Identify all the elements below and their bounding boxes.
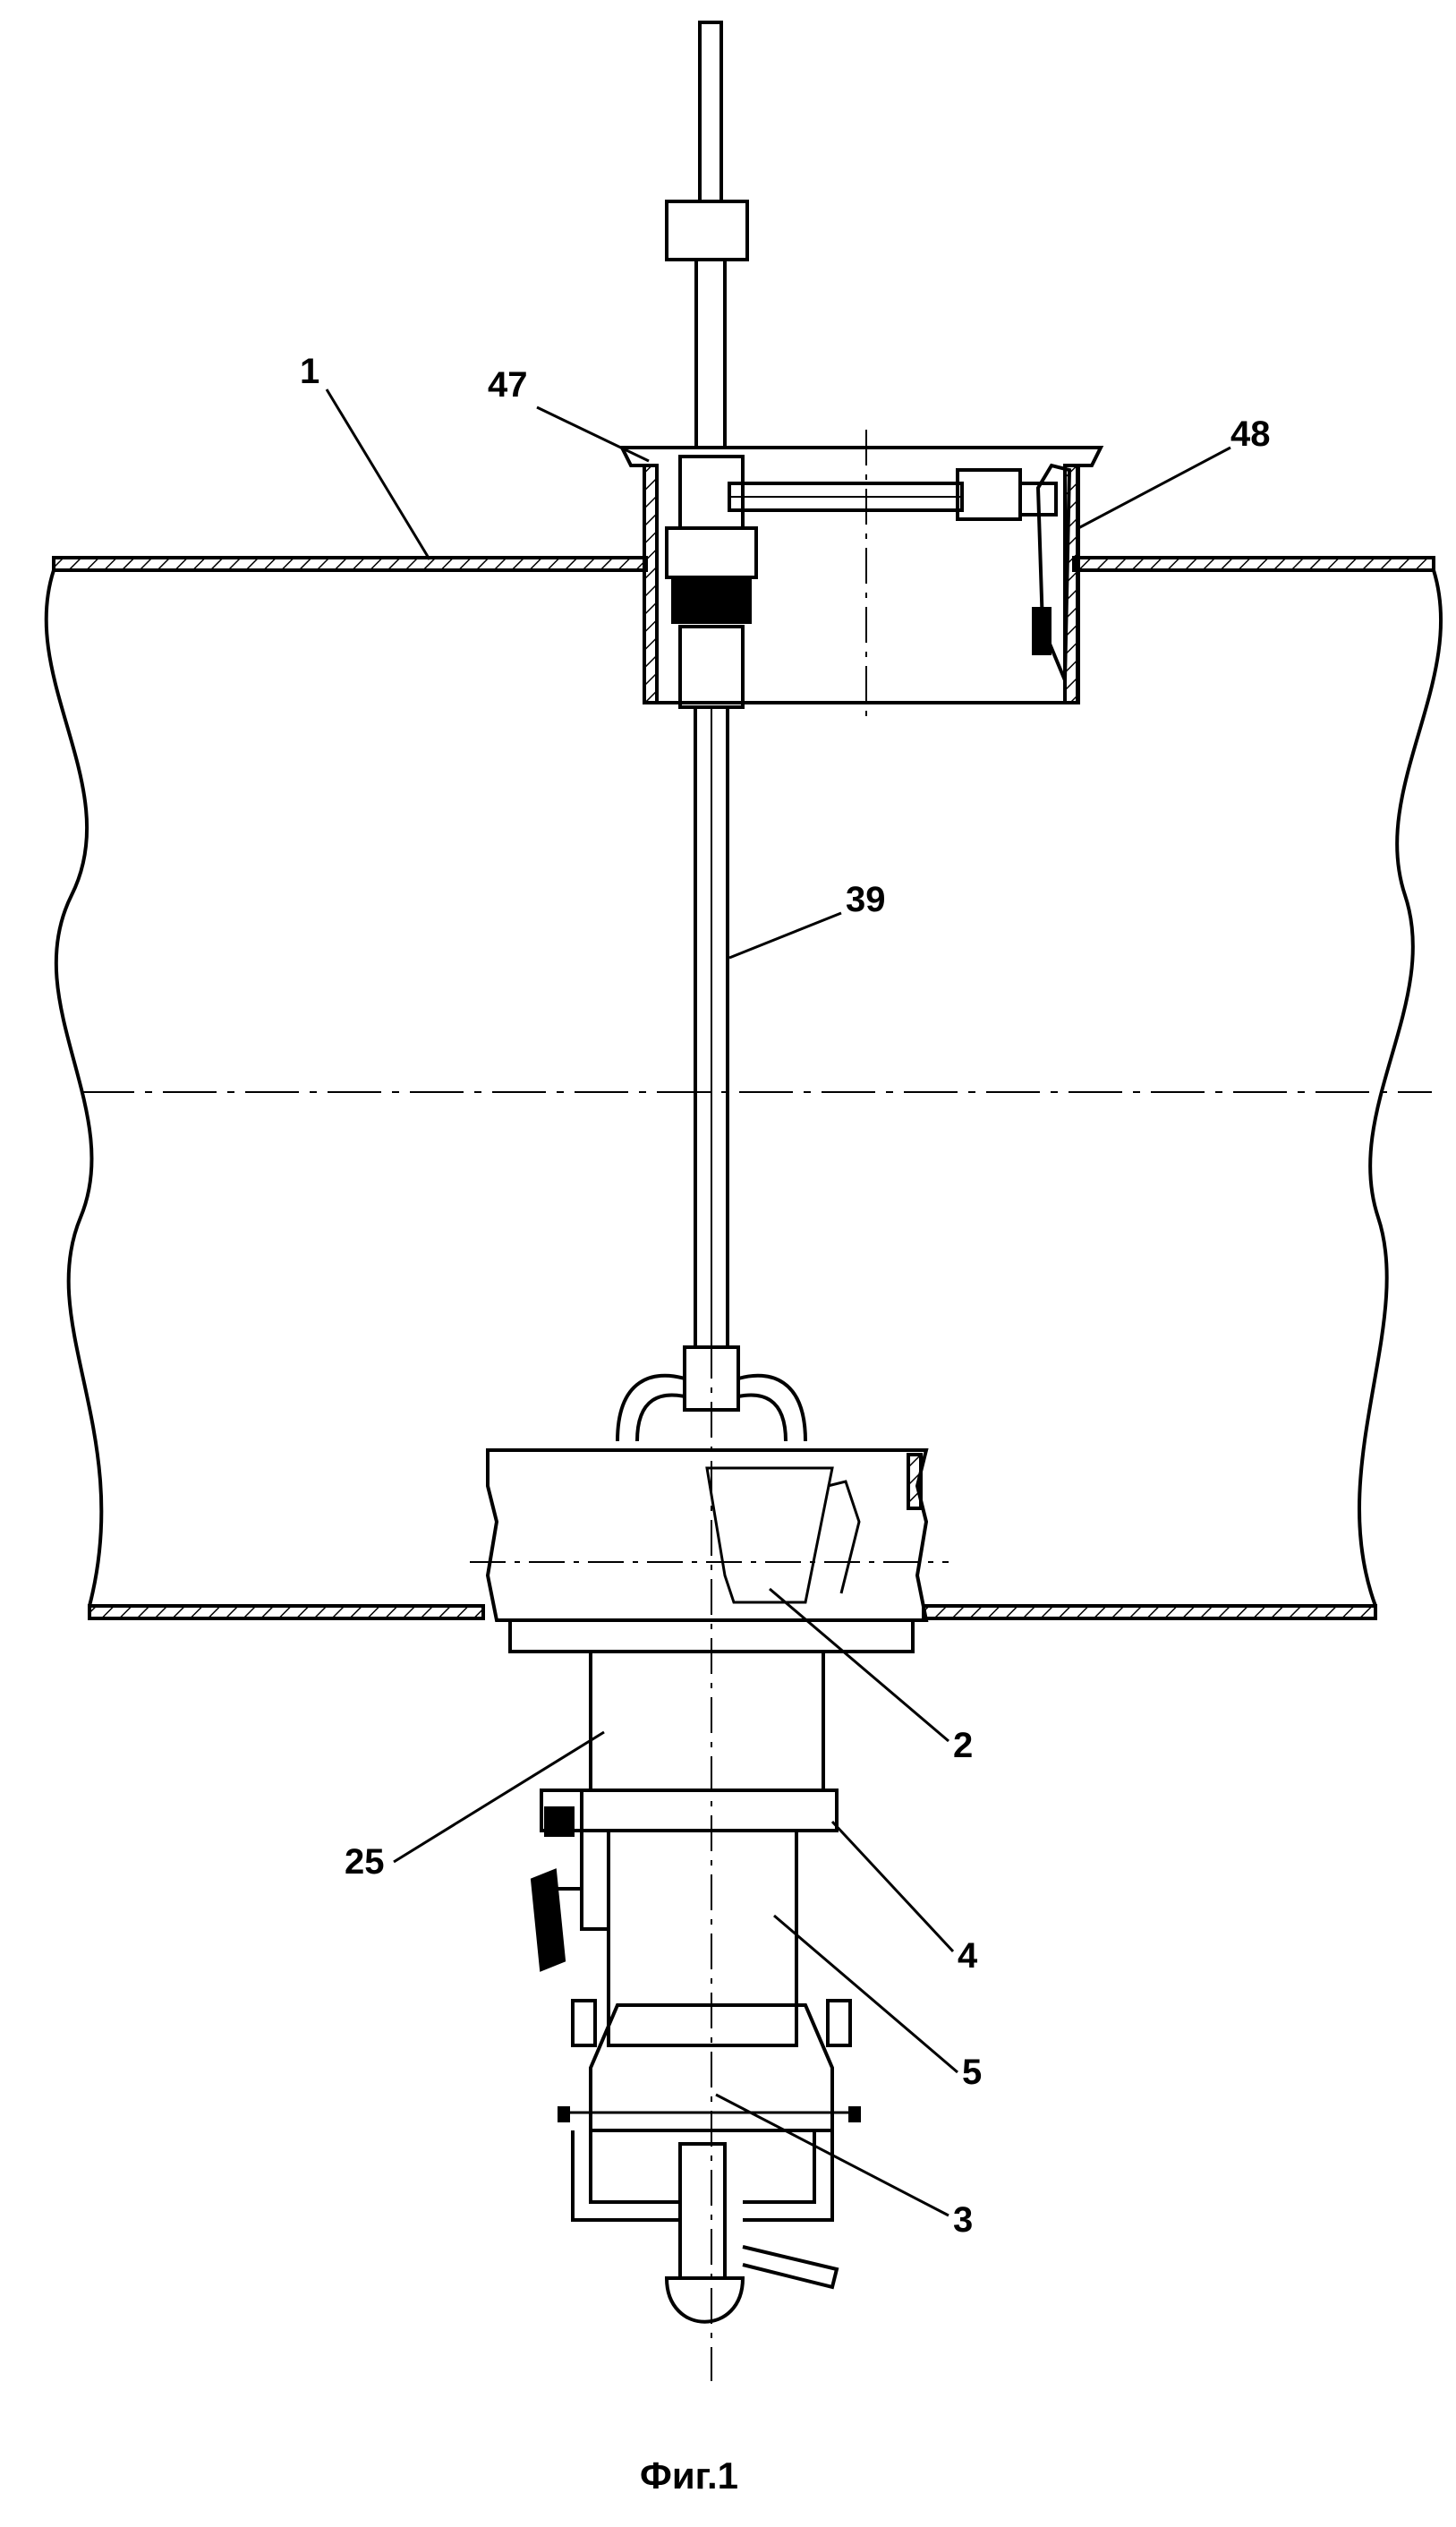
leader-48 xyxy=(1078,448,1230,528)
leader-25 xyxy=(394,1732,604,1862)
label-4: 4 xyxy=(958,1938,977,1974)
label-25: 25 xyxy=(345,1844,385,1880)
leader-5 xyxy=(774,1916,958,2072)
leader-lines xyxy=(327,389,1230,2215)
label-1: 1 xyxy=(300,354,319,389)
label-3: 3 xyxy=(953,2202,973,2238)
lower-assembly xyxy=(532,1343,859,2381)
figure-caption: Фиг.1 xyxy=(640,2457,738,2495)
label-39: 39 xyxy=(846,882,886,918)
pipe-bottom-wall-left xyxy=(89,1606,483,1618)
leader-1 xyxy=(327,389,430,559)
pipe-break-right xyxy=(1359,570,1441,1606)
leader-4 xyxy=(832,1822,953,1951)
pipe-break-left xyxy=(47,570,102,1606)
hatch-unit xyxy=(622,430,1101,721)
leader-47 xyxy=(537,407,649,461)
pipe-bottom-wall-right xyxy=(924,1606,1375,1618)
label-48: 48 xyxy=(1230,416,1271,452)
body-unit xyxy=(470,1450,949,1652)
label-47: 47 xyxy=(488,367,528,403)
label-5: 5 xyxy=(962,2054,982,2090)
pipe-top-wall-right xyxy=(1074,558,1434,570)
label-2: 2 xyxy=(953,1728,973,1763)
leader-39 xyxy=(729,913,841,958)
rod xyxy=(617,22,805,1441)
pipe-top-wall-left xyxy=(54,558,646,570)
pipe-wall xyxy=(47,558,1441,1618)
